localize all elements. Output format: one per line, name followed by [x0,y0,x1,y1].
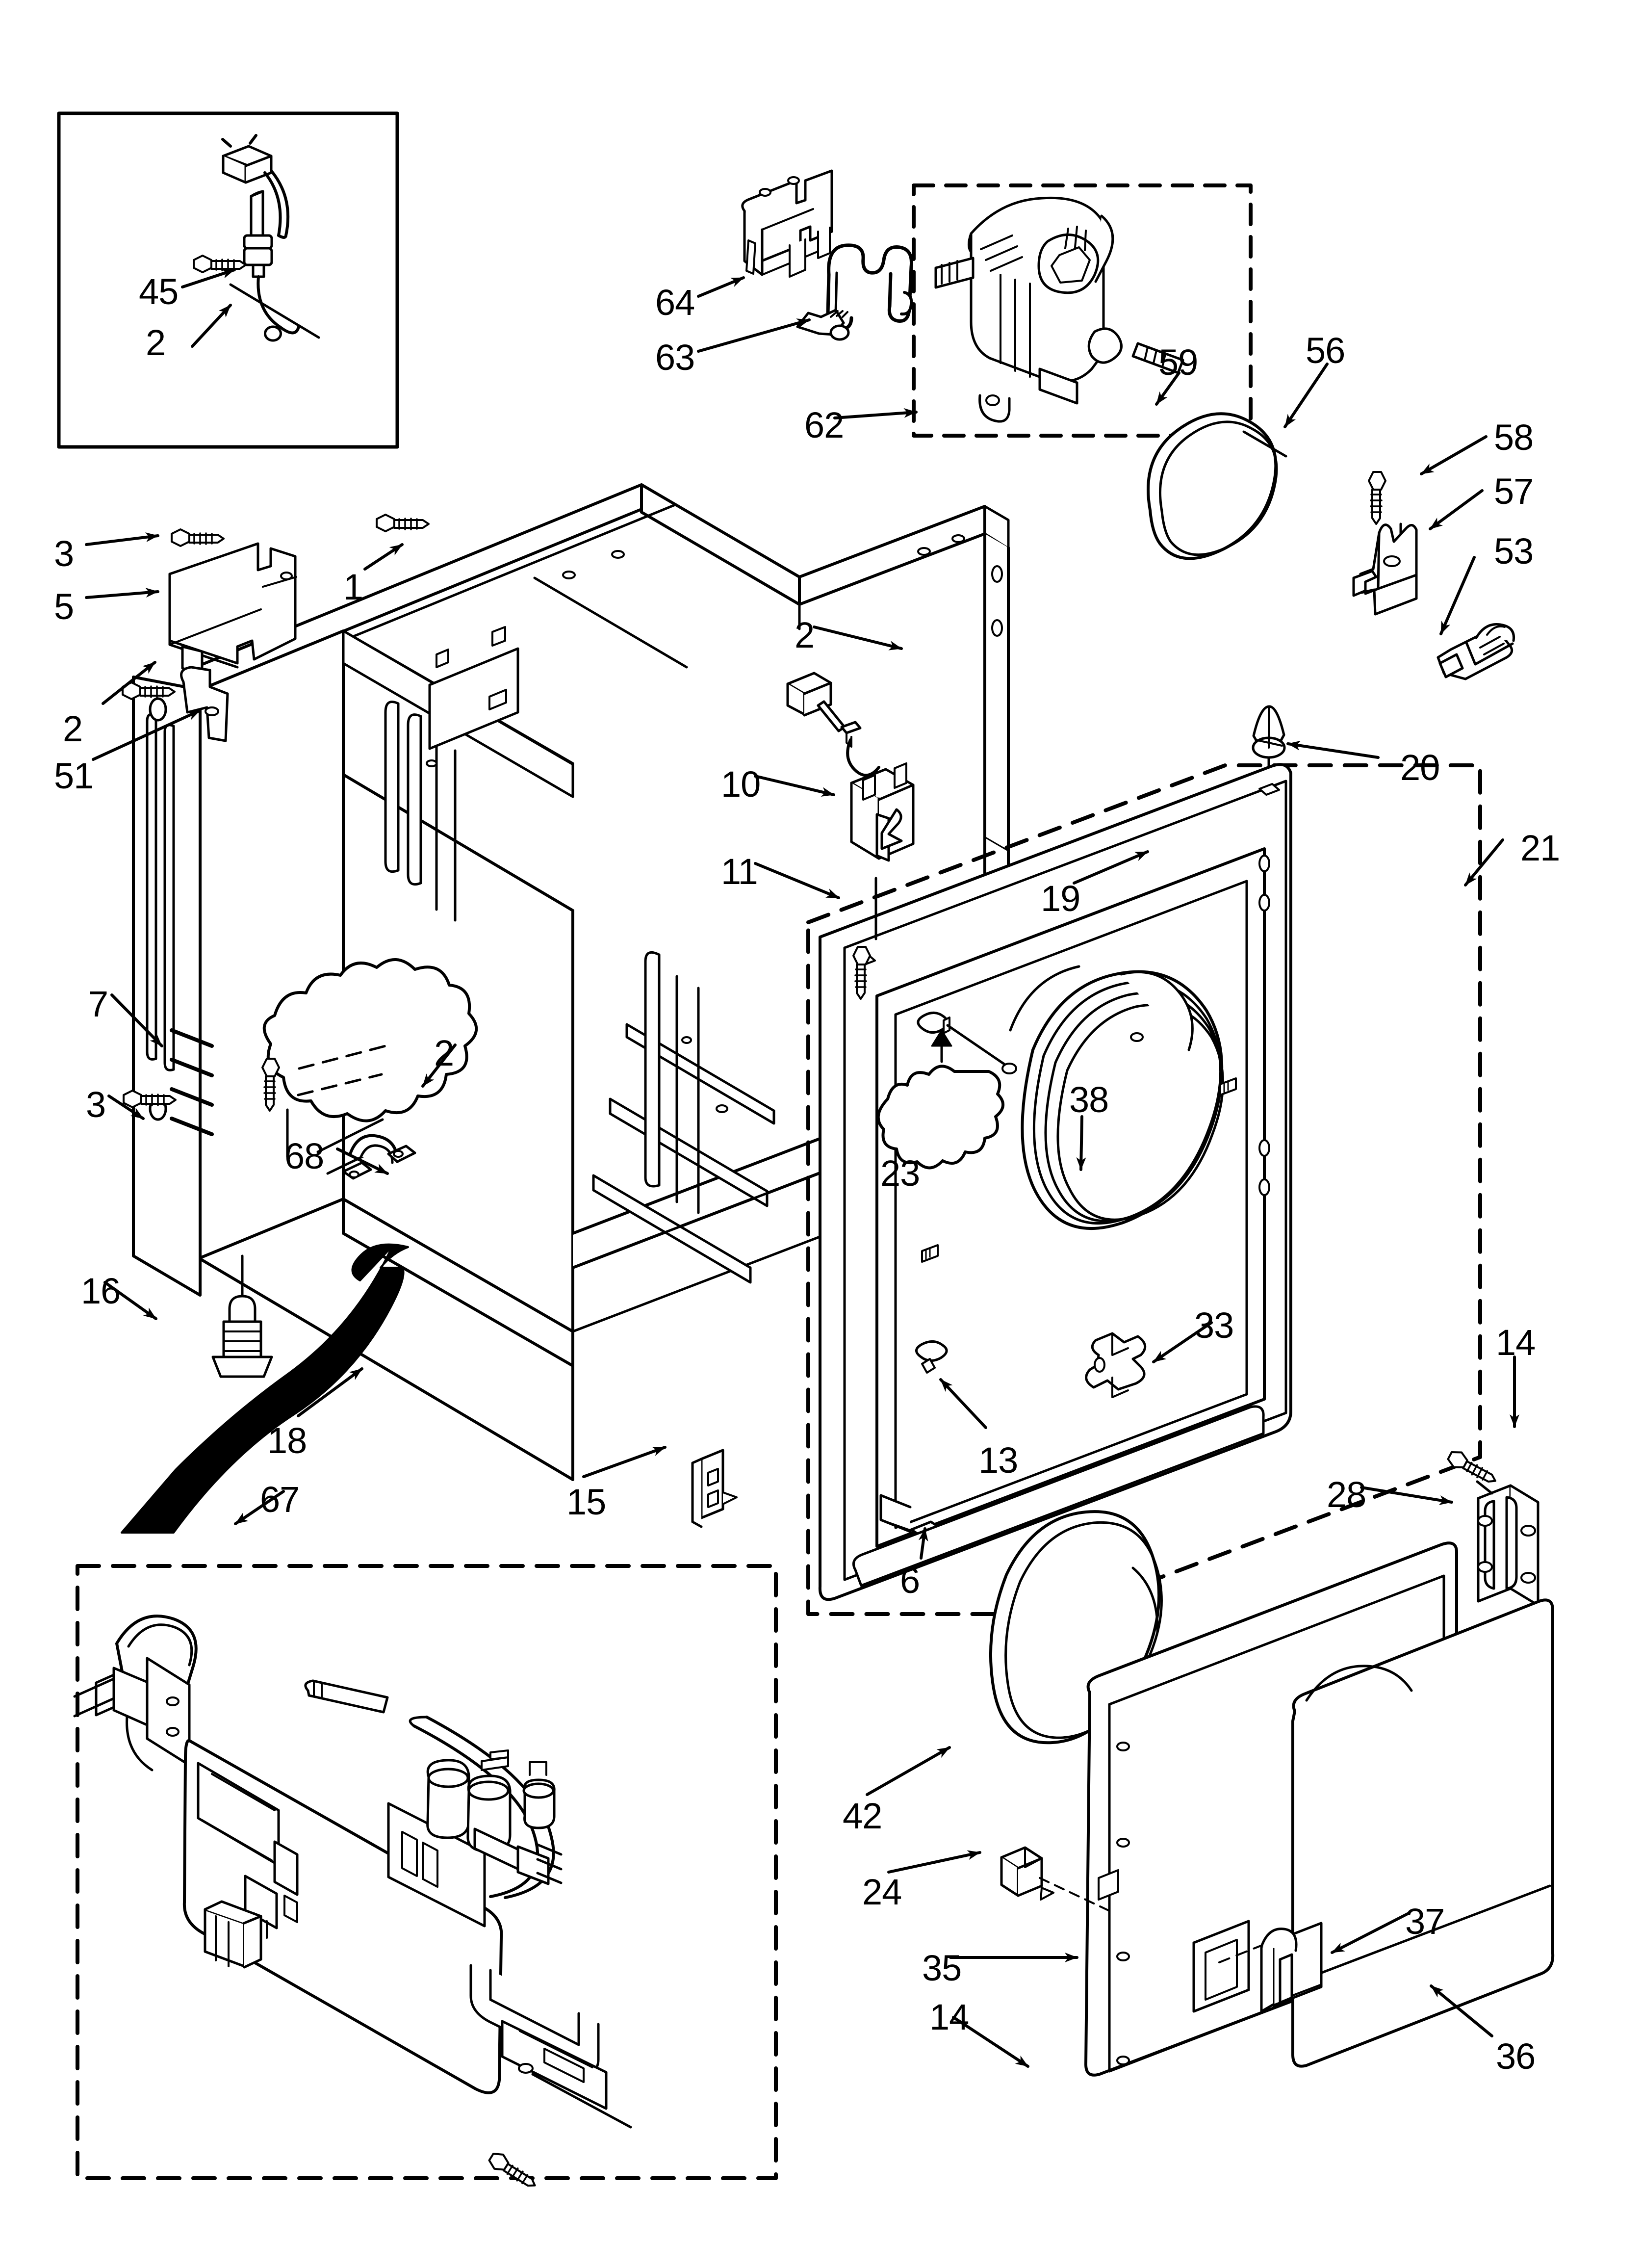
idler-pulley-bracket [1352,523,1418,616]
screw-58 [1369,472,1385,524]
callout-10[interactable]: 10 [721,764,761,805]
callout-20[interactable]: 20 [1400,747,1440,788]
callout-1[interactable]: 1 [343,567,363,607]
callout-2-d[interactable]: 2 [434,1033,454,1073]
callout-58[interactable]: 58 [1494,417,1534,458]
callout-21[interactable]: 21 [1520,828,1560,868]
callout-57[interactable]: 57 [1494,471,1534,512]
push-in-plug-clip [1252,705,1286,842]
panel-screw-cloud-callout [876,1012,1017,1170]
callout-45[interactable]: 45 [139,271,179,312]
motor-inset-box [912,183,1253,438]
callout-19[interactable]: 19 [1041,878,1080,919]
leveling-leg [211,1254,273,1378]
callout-14-b[interactable]: 14 [929,1997,969,2037]
door-switch [786,672,915,999]
burner-inset-box [76,1564,778,2180]
door-handle [1260,1922,1323,2013]
callout-33[interactable]: 33 [1194,1305,1234,1346]
callout-68[interactable]: 68 [284,1136,324,1176]
door-assembly [989,1510,1555,2077]
callout-7[interactable]: 7 [88,984,108,1024]
door-hinge [1477,1484,1539,1607]
callout-36[interactable]: 36 [1496,2036,1536,2077]
callout-16[interactable]: 16 [81,1271,121,1311]
callout-15[interactable]: 15 [566,1482,606,1522]
callout-18[interactable]: 18 [267,1420,307,1461]
ground-clip [180,666,229,742]
front-panel [818,763,1292,1601]
push-nut-clip [796,309,850,341]
callout-2-b[interactable]: 2 [63,708,83,749]
callout-11[interactable]: 11 [721,851,758,892]
door-strike-catch [691,1449,738,1528]
front-panel-dashed-boundary [806,763,1482,1616]
callout-2-a[interactable]: 2 [146,322,166,363]
callout-38[interactable]: 38 [1069,1079,1109,1120]
drum-front-seal-felt [1009,965,1224,1230]
drive-belt [1147,412,1287,560]
callout-56[interactable]: 56 [1306,330,1345,371]
callout-6[interactable]: 6 [900,1560,920,1601]
callout-23[interactable]: 23 [880,1153,920,1194]
leader-lines [85,268,1519,2068]
motor-bracket [741,169,833,278]
callout-2-c[interactable]: 2 [795,615,815,655]
callout-14-a[interactable]: 14 [1496,1322,1536,1363]
callout-64[interactable]: 64 [655,282,695,323]
gas-burner-assembly [73,1615,632,2191]
retaining-clip [1085,1332,1147,1398]
callout-28[interactable]: 28 [1327,1474,1366,1515]
callout-53[interactable]: 53 [1494,531,1534,572]
callout-63[interactable]: 63 [655,337,695,378]
door-catch-strike [1000,1846,1109,1911]
callout-24[interactable]: 24 [862,1872,902,1912]
callout-62[interactable]: 62 [804,405,844,445]
thermistor-inset-box [57,111,399,449]
leg-leveler-lever [1437,623,1515,680]
callout-5[interactable]: 5 [54,586,74,627]
callout-3-a[interactable]: 3 [54,533,74,574]
callout-35[interactable]: 35 [922,1948,962,1988]
callout-37[interactable]: 37 [1405,1901,1445,1942]
callout-59[interactable]: 59 [1158,342,1198,383]
callout-13[interactable]: 13 [978,1440,1018,1481]
callout-67[interactable]: 67 [260,1479,300,1520]
shoulder-rivet-pin [915,1340,948,1374]
burner-blowup-arrow [121,1243,409,1534]
callout-51[interactable]: 51 [54,756,94,796]
callout-3-b[interactable]: 3 [86,1084,106,1125]
callout-42[interactable]: 42 [843,1796,882,1836]
drive-motor [934,196,1184,423]
